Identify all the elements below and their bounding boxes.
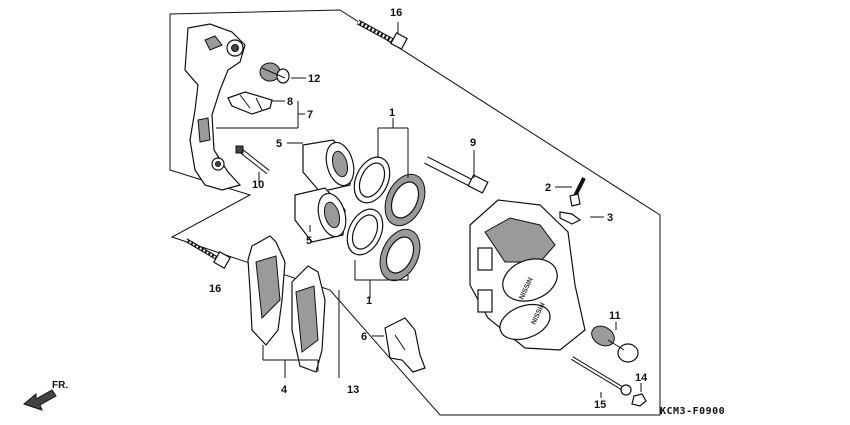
bolt-16-top <box>356 19 408 50</box>
pad-spring-6 <box>384 317 426 373</box>
callout-14: 14 <box>635 372 648 384</box>
callout-1-upper: 1 <box>389 107 395 119</box>
piston-5-upper <box>302 139 355 193</box>
callout-7: 7 <box>307 109 313 121</box>
bleeder-cap-3 <box>559 211 582 225</box>
pin-bolt-9 <box>424 156 489 194</box>
bleeder-screw-2 <box>569 177 586 207</box>
callout-4: 4 <box>281 384 288 396</box>
brake-pad-4-right <box>291 265 326 373</box>
piston-5-lower <box>294 187 347 243</box>
caliper-bracket <box>184 23 246 191</box>
caliper-body: NISSIN NISSIN <box>469 199 586 351</box>
bolt-15 <box>570 356 632 396</box>
bolt-16-lower <box>184 238 232 270</box>
callout-6: 6 <box>361 331 367 343</box>
callout-10: 10 <box>252 179 264 191</box>
seal-set-1-upper <box>353 156 426 227</box>
boot-11 <box>591 325 639 363</box>
boot-12 <box>259 62 290 84</box>
callout-16-lower: 16 <box>209 283 221 295</box>
callout-2: 2 <box>545 182 551 194</box>
callout-11: 11 <box>609 310 621 322</box>
callout-12: 12 <box>308 73 320 85</box>
callout-5-lower: 5 <box>306 235 312 247</box>
callout-8: 8 <box>287 96 293 108</box>
direction-label: FR. <box>52 380 68 391</box>
front-direction-arrow: FR. <box>22 380 68 411</box>
leader-lines <box>216 22 642 398</box>
callout-3: 3 <box>607 212 613 224</box>
nut-14 <box>631 393 647 407</box>
callout-13: 13 <box>347 384 359 396</box>
callout-9: 9 <box>470 137 476 149</box>
callout-15: 15 <box>594 399 606 411</box>
pin-10 <box>235 145 270 174</box>
callout-1-lower: 1 <box>366 295 372 307</box>
pad-retainer-8 <box>227 91 273 115</box>
seal-set-1-lower <box>346 208 421 282</box>
brake-pad-4-left <box>247 235 286 346</box>
callout-5-upper: 5 <box>276 138 282 150</box>
callout-16-top: 16 <box>390 7 402 19</box>
diagram-code: KCM3-F0900 <box>660 406 725 417</box>
